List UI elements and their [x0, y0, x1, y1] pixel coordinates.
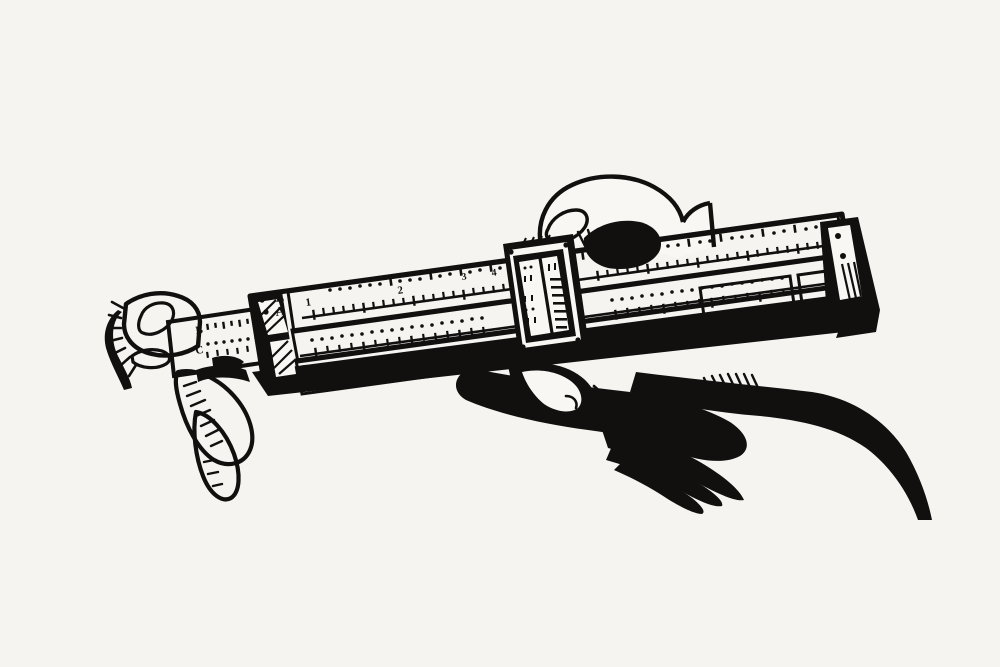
left-end-cap — [252, 292, 296, 382]
right-end-bracket[interactable] — [820, 217, 880, 338]
slide-rule[interactable]: B C — [165, 211, 880, 396]
graduation-number-3: 3 — [461, 271, 467, 283]
scale-label-c: C — [195, 344, 205, 357]
right-hand-hatching — [702, 372, 762, 406]
scale-label-e: E — [274, 289, 285, 305]
lower-rail-graduations — [318, 303, 824, 386]
graduation-number-2: 2 — [397, 284, 405, 297]
right-hand — [455, 362, 932, 520]
cursor-runner[interactable] — [503, 234, 589, 356]
graduation-number-1: 1 — [305, 296, 312, 309]
scale-label-t: T — [300, 375, 311, 391]
graduation-number-4: 4 — [491, 267, 497, 279]
left-hand — [104, 291, 255, 502]
scale-label-d: D — [300, 361, 311, 377]
scale-label-a: A — [274, 303, 286, 319]
slide-index-window — [698, 274, 796, 318]
